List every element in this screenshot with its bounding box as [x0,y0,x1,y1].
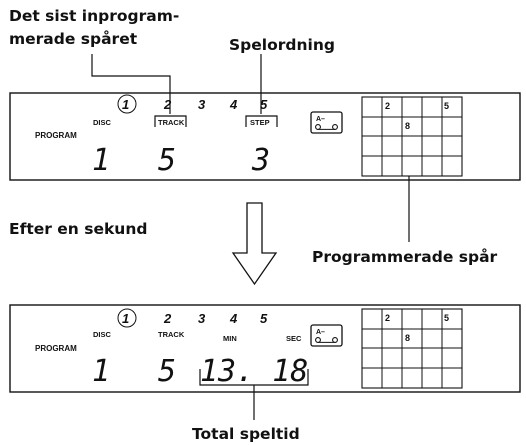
program-label-1: PROGRAM [35,131,77,140]
program-label-2: PROGRAM [35,344,77,353]
callout-last-track-line1: Det sist inprogram- [9,7,179,25]
programmed-tracks-label: Programmerade spår [312,247,498,266]
disc-number-1-1: 1 [122,97,129,112]
grid2-number-2: 2 [385,313,390,323]
ab-repeat-icon: A– [310,111,343,134]
grid1-number-5: 5 [444,101,449,111]
step-label-1: STEP [250,118,270,127]
disc-number-2-5: 5 [260,311,268,326]
disc-label-1: DISC [93,118,112,127]
total-time-label: Total speltid [192,425,300,443]
disc-number-1-2: 2 [163,97,172,112]
grid1-number-8: 8 [405,121,410,131]
disc-value-2: 1 [92,354,110,389]
svg-text:A–: A– [316,116,325,123]
disc-number-2-1: 1 [122,311,129,326]
track-label-1: TRACK [158,118,185,127]
callout-last-track-line2: merade spåret [9,29,138,48]
svg-text:A–: A– [316,329,325,336]
time-value-2: 13. 18 [200,354,308,389]
leader-last-track [91,54,171,114]
disc-number-1-4: 4 [229,97,238,112]
callout-play-order: Spelordning [229,36,335,54]
program-grid-1: 2 5 8 [361,96,463,177]
program-grid-2: 2 5 8 [361,308,463,389]
sec-label-2: SEC [286,334,302,343]
display-panel-2: PROGRAM DISC TRACK MIN SEC 1 2 3 4 5 1 5… [9,304,521,393]
track-bracket [154,115,187,127]
disc-value-1: 1 [92,143,110,178]
grid2-number-8: 8 [405,333,410,343]
display-panel-1: PROGRAM DISC TRACK STEP 1 2 3 4 5 1 5 3 … [9,92,521,181]
down-arrow-icon [231,202,278,286]
disc-1-circle-1 [117,94,137,114]
disc-label-2: DISC [93,330,112,339]
step-bracket [245,115,278,127]
track-value-1: 5 [158,143,176,178]
display-frame-2 [9,304,521,393]
track-label-2: TRACK [158,330,185,339]
step-value-1: 3 [251,143,270,178]
ab-repeat-icon-2: A– [310,324,343,347]
min-label-2: MIN [223,334,237,343]
track-value-2: 5 [158,354,176,389]
disc-1-circle-2 [117,308,137,328]
display-frame-1 [9,92,521,181]
grid2-number-5: 5 [444,313,449,323]
disc-number-2-2: 2 [163,311,172,326]
disc-number-1-5: 5 [260,97,268,112]
disc-number-2-3: 3 [198,311,206,326]
disc-number-2-4: 4 [229,311,238,326]
grid1-number-2: 2 [385,101,390,111]
disc-number-1-3: 3 [198,97,206,112]
after-one-second-label: Efter en sekund [9,220,147,238]
